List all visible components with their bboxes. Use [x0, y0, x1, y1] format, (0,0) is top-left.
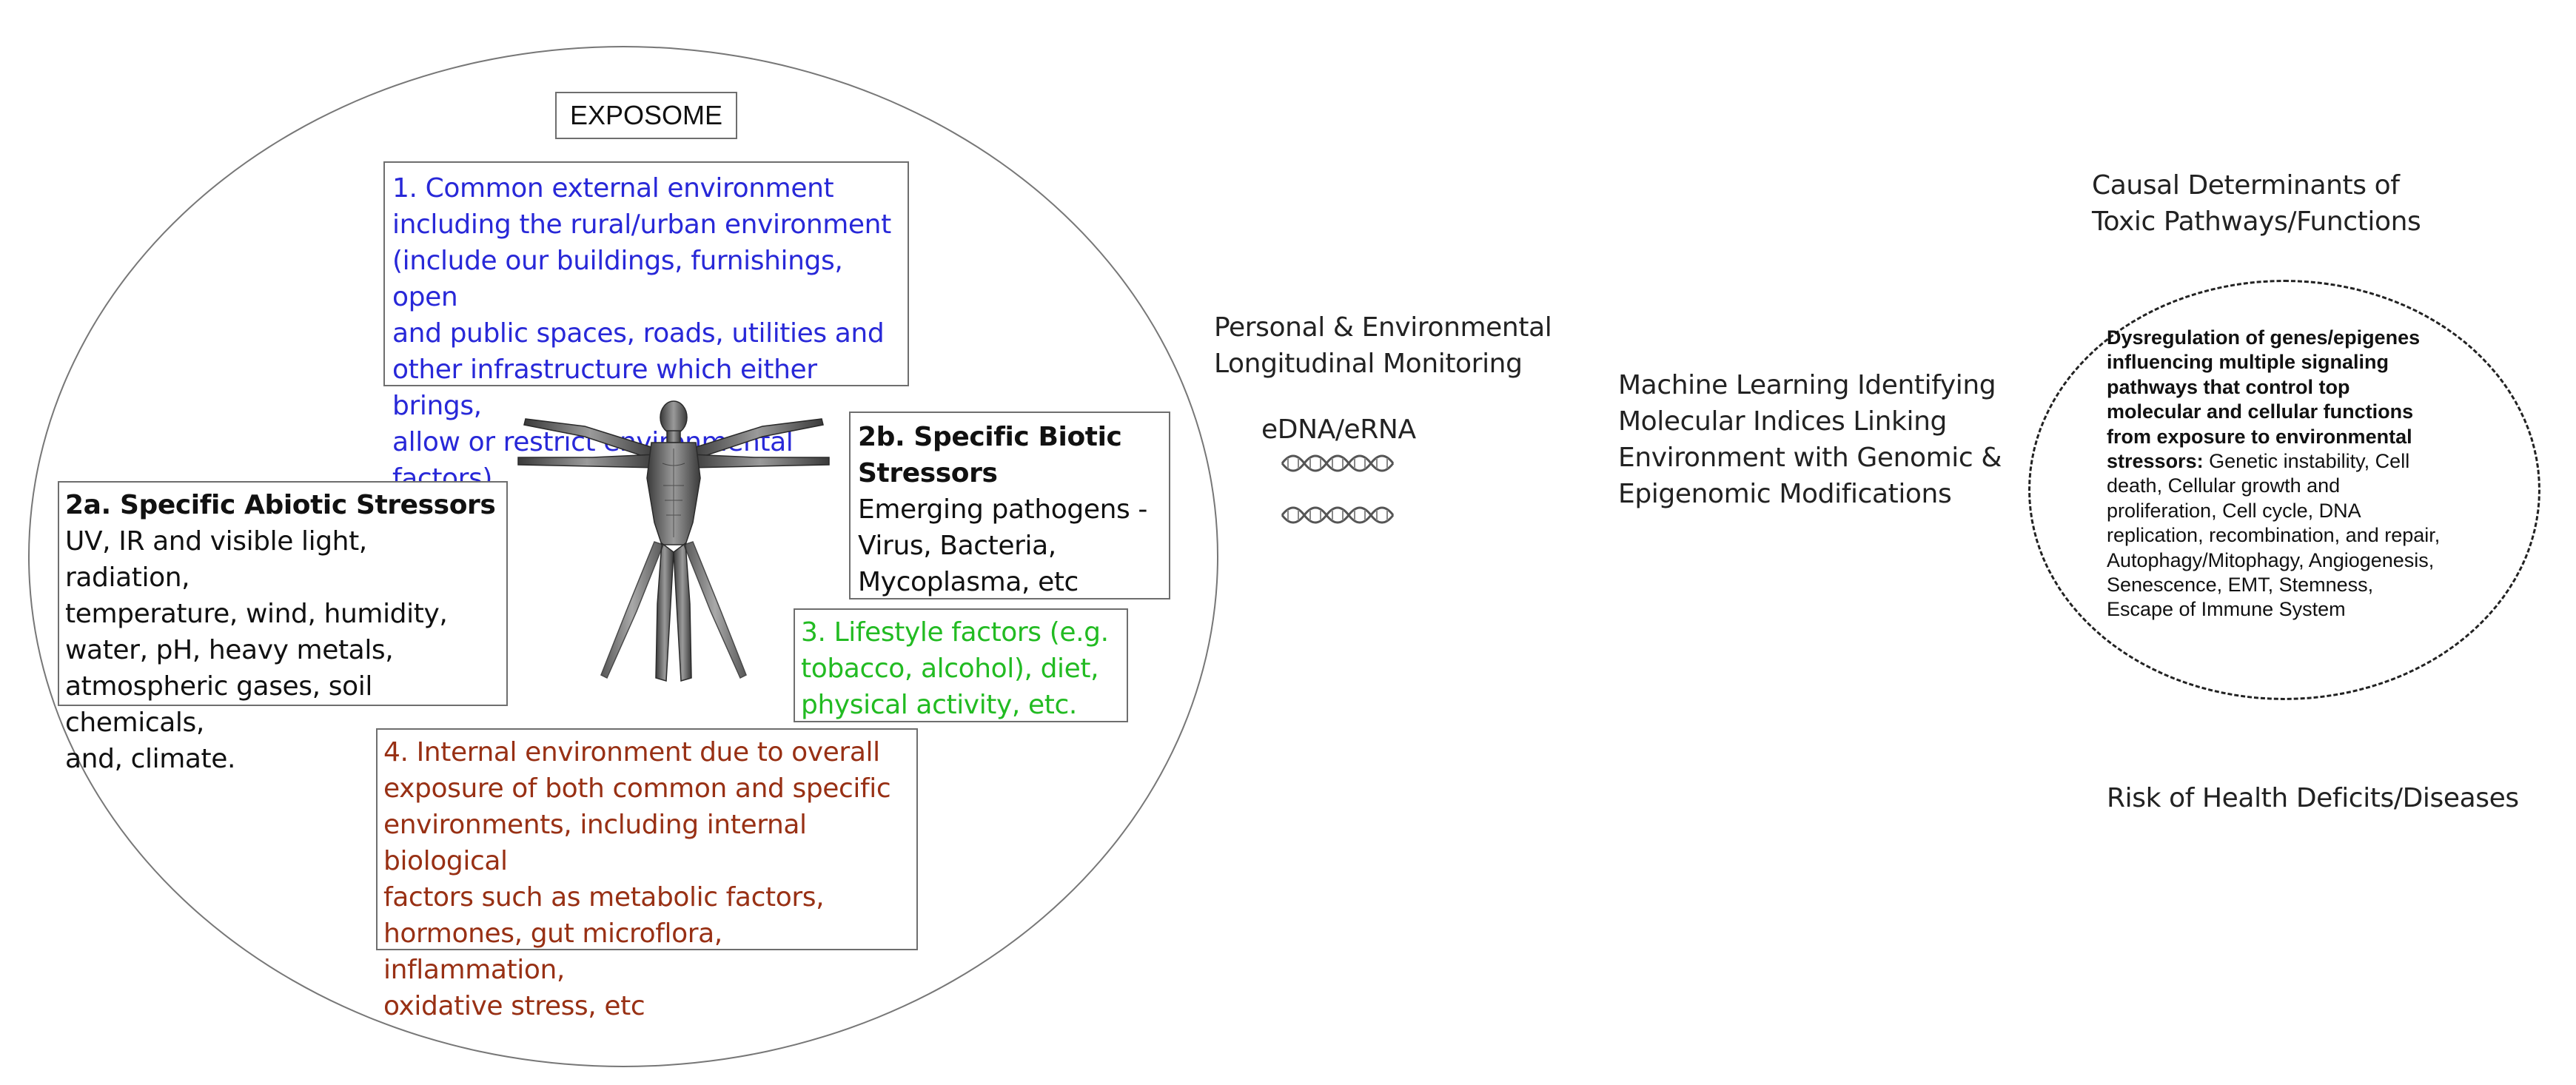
internal-line: exposure of both common and specific: [383, 773, 891, 804]
exposome-title: EXPOSOME: [555, 92, 737, 139]
abiotic-line: temperature, wind, humidity,: [65, 599, 448, 629]
dysregulation-bold-line: from exposure to environmental: [2107, 425, 2412, 448]
internal-line: hormones, gut microflora, inflammation,: [383, 918, 722, 985]
machine-learning-line: Molecular Indices Linking: [1618, 406, 1947, 437]
abiotic-heading: 2a. Specific Abiotic Stressors: [65, 490, 496, 520]
dysregulation-bold-line: influencing multiple signaling: [2107, 351, 2389, 374]
dysregulation-line-rest: Genetic instability, Cell: [2203, 450, 2410, 473]
internal-environment-box: 4. Internal environment due to overall e…: [376, 728, 918, 1021]
monitoring-title-line: Personal & Environmental: [1214, 312, 1552, 343]
edna-erna-label: eDNA/eRNA: [1261, 414, 1416, 445]
internal-line: oxidative stress, etc: [383, 991, 645, 1021]
vitruvian-human-figure: [511, 397, 836, 693]
dna-double-helix-icon: [1281, 454, 1395, 524]
dysregulation-line: replication, recombination, and repair,: [2107, 524, 2441, 547]
causal-determinants-title: Causal Determinants of Toxic Pathways/Fu…: [2092, 167, 2477, 240]
abiotic-line: and, climate.: [65, 744, 236, 774]
biotic-line: Virus, Bacteria,: [858, 531, 1056, 561]
internal-line: factors such as metabolic factors,: [383, 882, 825, 913]
dysregulation-line: Senescence, EMT, Stemness,: [2107, 574, 2374, 597]
common-external-environment-box: 1. Common external environment including…: [383, 161, 909, 494]
dysregulation-bold-line: Dysregulation of genes/epigenes: [2107, 326, 2421, 349]
abiotic-line: atmospheric gases, soil chemicals,: [65, 671, 372, 738]
causal-title-line: Causal Determinants of: [2092, 170, 2400, 201]
abiotic-line: water, pH, heavy metals,: [65, 635, 394, 665]
common-external-line: including the rural/urban environment: [392, 209, 891, 240]
dysregulation-bold-line: pathways that control top: [2107, 375, 2350, 398]
dysregulation-bold-line: molecular and cellular functions: [2107, 400, 2414, 423]
exposome-ellipse: [28, 46, 1218, 1067]
dysregulation-line: proliferation, Cell cycle, DNA: [2107, 499, 2361, 522]
human-figure-icon: [517, 400, 830, 682]
monitoring-title-line: Longitudinal Monitoring: [1214, 349, 1523, 379]
biotic-heading: 2b. Specific Biotic: [858, 422, 1122, 452]
internal-line: environments, including internal biologi…: [383, 810, 807, 876]
lifestyle-line: physical activity, etc.: [801, 690, 1077, 720]
dysregulation-line: Autophagy/Mitophagy, Angiogenesis,: [2107, 548, 2435, 571]
biotic-line: Mycoplasma, etc: [858, 567, 1079, 597]
exposome-title-text: EXPOSOME: [569, 100, 723, 130]
common-external-line: 1. Common external environment: [392, 173, 834, 204]
biotic-stressors-box: 2b. Specific Biotic Stressors Emerging p…: [849, 412, 1170, 599]
abiotic-line: UV, IR and visible light, radiation,: [65, 526, 367, 593]
dysregulation-line: death, Cellular growth and: [2107, 474, 2341, 497]
internal-line: 4. Internal environment due to overall: [383, 737, 880, 767]
biotic-line: Emerging pathogens -: [858, 494, 1147, 525]
abiotic-stressors-box: 2a. Specific Abiotic Stressors UV, IR an…: [58, 481, 508, 774]
dysregulation-bold-tail: stressors:: [2107, 450, 2204, 473]
dysregulation-text: Dysregulation of genes/epigenes influenc…: [2107, 326, 2492, 622]
common-external-line: other infrastructure which either brings…: [392, 355, 817, 421]
dna-helix-icon: [1275, 449, 1408, 545]
machine-learning-line: Epigenomic Modifications: [1618, 479, 1952, 509]
machine-learning-line: Environment with Genomic &: [1618, 443, 2002, 473]
dysregulation-line: Escape of Immune System: [2107, 598, 2346, 621]
lifestyle-line: tobacco, alcohol), diet,: [801, 654, 1099, 684]
machine-learning-title: Machine Learning Identifying Molecular I…: [1618, 367, 2033, 512]
lifestyle-line: 3. Lifestyle factors (e.g.: [801, 617, 1109, 648]
biotic-heading: Stressors: [858, 458, 998, 488]
monitoring-title: Personal & Environmental Longitudinal Mo…: [1214, 309, 1569, 382]
common-external-line: and public spaces, roads, utilities and: [392, 318, 885, 349]
dysregulation-dashed-circle: [2028, 280, 2540, 700]
causal-title-line: Toxic Pathways/Functions: [2092, 206, 2421, 237]
lifestyle-factors-box: 3. Lifestyle factors (e.g. tobacco, alco…: [794, 608, 1128, 722]
risk-of-health-deficits-title: Risk of Health Deficits/Diseases: [2107, 783, 2519, 813]
common-external-line: (include our buildings, furnishings, ope…: [392, 246, 843, 312]
machine-learning-line: Machine Learning Identifying: [1618, 370, 1996, 400]
dysregulation-mixed-line: stressors: Genetic instability, Cell: [2107, 449, 2492, 474]
